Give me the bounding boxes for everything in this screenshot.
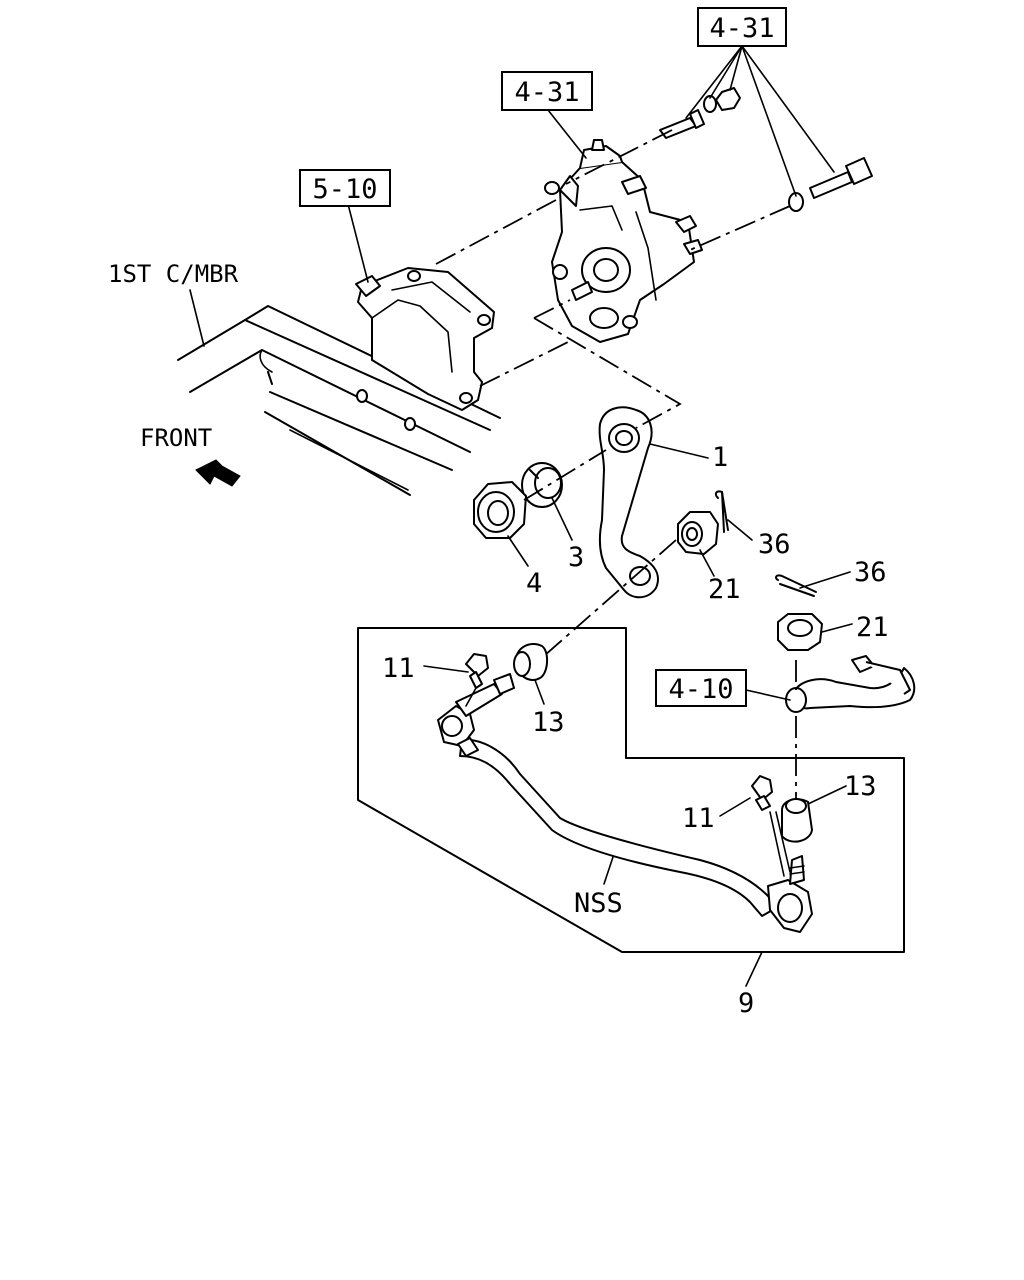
part-number-boot-left: 13: [532, 707, 565, 738]
ref-bracket-label: 5-10: [312, 174, 377, 205]
ref-pump-label: 4-31: [514, 77, 579, 108]
dust-boots: [513, 642, 813, 843]
tie-rod-assembly: [357, 627, 905, 953]
front-label: FRONT: [140, 424, 212, 452]
ref-top-label: 4-31: [709, 13, 774, 44]
lock-washer: [521, 462, 563, 508]
castle-nut-lower: [777, 613, 823, 651]
part-number-assembly: 9: [738, 988, 754, 1019]
steering-gear: [544, 139, 703, 343]
part-number-nut: 4: [526, 568, 542, 599]
frame-crossmember: [177, 305, 501, 496]
cotter-pins: [714, 490, 817, 597]
ref-box-draglink: [655, 669, 747, 707]
steering-bracket: [355, 267, 495, 411]
ref-box-bracket: [299, 169, 391, 207]
alignment-lines: [435, 129, 797, 800]
ref-box-top: [697, 7, 787, 47]
part-number-cotter-pin-lower: 36: [854, 557, 887, 588]
mounting-hardware: [659, 87, 873, 212]
part-number-fitting-right: 11: [682, 803, 715, 834]
part-number-arm: 1: [712, 442, 728, 473]
part-number-castle-nut-upper: 21: [708, 574, 741, 605]
nss-label: NSS: [574, 888, 623, 919]
ref-draglink-label: 4-10: [668, 674, 733, 705]
part-number-fitting-left: 11: [382, 653, 415, 684]
crossmember-label: 1ST C/MBR: [108, 260, 239, 288]
part-number-boot-right: 13: [844, 771, 877, 802]
part-number-washer: 3: [568, 542, 584, 573]
leader-lines: [189, 45, 853, 987]
grease-fittings: [465, 653, 773, 811]
part-number-castle-nut-lower: 21: [856, 612, 889, 643]
part-number-cotter-pin-upper: 36: [758, 529, 791, 560]
hex-nut: [473, 481, 527, 539]
ref-box-pump: [501, 71, 593, 111]
castle-nut-upper: [677, 511, 719, 555]
pitman-arm: [598, 406, 659, 599]
drag-link-arm: [785, 655, 916, 713]
front-arrow-icon: [195, 459, 241, 487]
